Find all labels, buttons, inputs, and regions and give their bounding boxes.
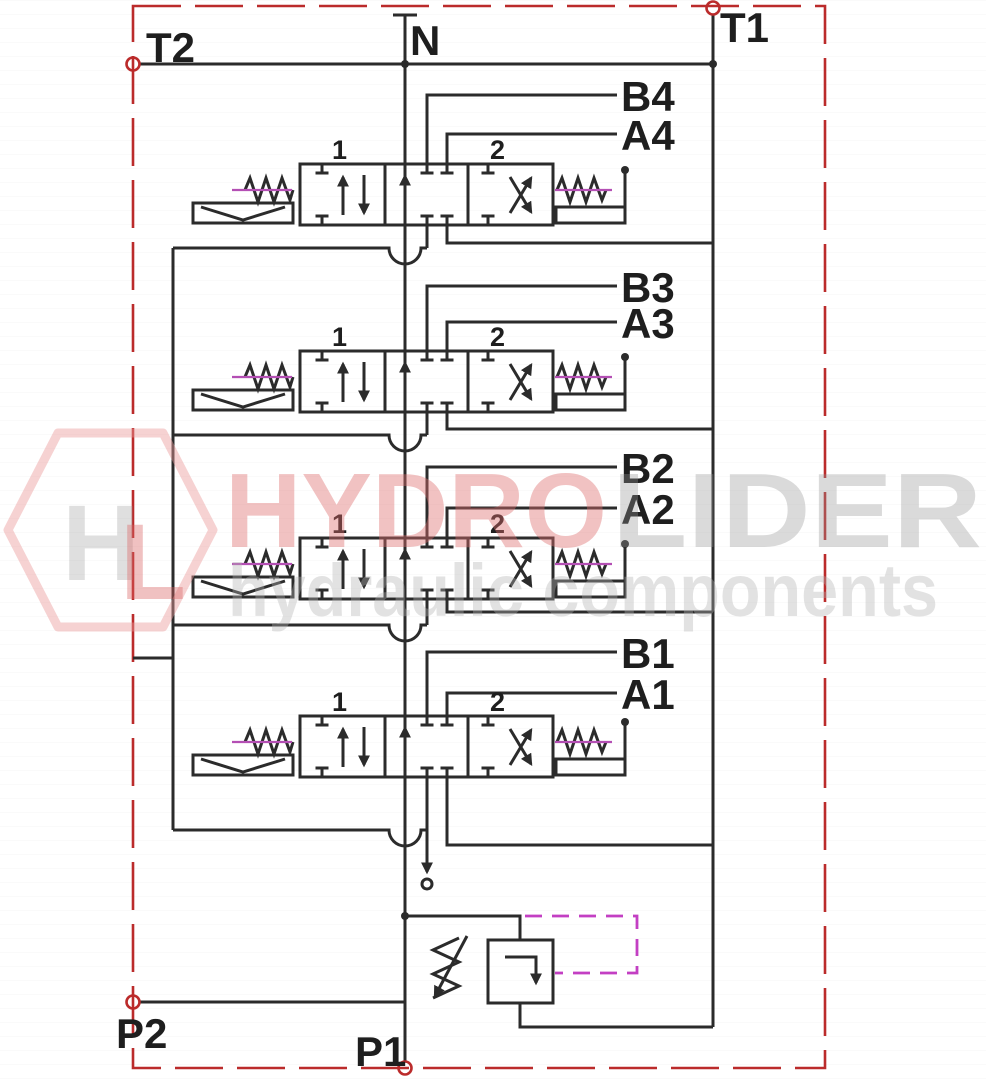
port-p1-icon [397, 1060, 413, 1076]
brand-tagline: hydraulic components [228, 549, 938, 632]
section-return-line [173, 598, 429, 643]
valve-body [193, 164, 629, 225]
boundary-ports [125, 0, 721, 1076]
b-port-label: B4 [621, 73, 675, 120]
a-port-line [445, 132, 617, 164]
brand-name-right: LIDER [612, 452, 982, 570]
port-p2-label: P2 [116, 1010, 167, 1057]
port-p2-icon [125, 994, 141, 1010]
valve-section-1: 1 2 B4 A4 [173, 73, 713, 266]
watermark: H L HYDRO LIDER hydraulic components [3, 428, 982, 632]
port-labels: T2 N T1 P2 P1 [116, 4, 769, 1075]
relief-branch-junction-dot [401, 912, 409, 920]
section-t1-line [445, 598, 713, 614]
b-port-label: B2 [621, 445, 675, 492]
spool-pos2-label: 2 [490, 687, 505, 717]
spool-pos1-label: 1 [332, 322, 347, 352]
valve-section-2: 1 2 B3 A3 [173, 264, 713, 453]
section-return-line [173, 412, 429, 453]
spool-pos1-label: 1 [332, 509, 347, 539]
brand-monogram-h: H [62, 482, 140, 603]
b-port-line [425, 465, 617, 538]
brand-name-left: HYDRO [225, 452, 607, 570]
brand-monogram-l: L [120, 501, 186, 622]
section-t1-line [445, 225, 713, 245]
spool-pos1-label: 1 [332, 135, 347, 165]
spool-pos2-label: 2 [490, 322, 505, 352]
valve-section-4: 1 2 B1 A1 [173, 630, 713, 891]
port-t2-label: T2 [146, 24, 195, 71]
port-t2-icon [125, 56, 141, 72]
a-port-label: A1 [621, 671, 675, 718]
port-t1-label: T1 [720, 4, 769, 51]
relief-inlet-line [405, 914, 522, 940]
spool-pos1-label: 1 [332, 687, 347, 717]
n-junction-dot [401, 60, 409, 68]
relief-adjustable-spring-icon [429, 936, 463, 1000]
a-port-label: A3 [621, 300, 675, 347]
port-n-label: N [410, 17, 440, 64]
relief-outlet-line [518, 1003, 713, 1029]
section-t1-line [445, 412, 713, 431]
section-return-line [173, 225, 429, 266]
port-p1-label: P1 [355, 1028, 406, 1075]
relief-valve-body [486, 938, 555, 1005]
relief-adjustment-arrow [433, 935, 469, 999]
b-port-line [425, 284, 617, 351]
spool-pos2-label: 2 [490, 509, 505, 539]
bypass-discharge-socket-icon [420, 877, 434, 891]
a-port-label: A4 [621, 112, 675, 159]
section-t1-line [445, 777, 713, 847]
a-port-label: A2 [621, 486, 675, 533]
b-port-label: B3 [621, 264, 675, 311]
spool-pos2-label: 2 [490, 135, 505, 165]
n-port-plug [393, 13, 417, 64]
a-port-line [445, 320, 617, 351]
valve-body [193, 351, 629, 412]
relief-valve-assembly [401, 912, 713, 1029]
relief-pilot-line [525, 914, 639, 975]
b-port-line [425, 650, 617, 716]
relief-flow-arrow [505, 955, 542, 986]
valve-body [193, 716, 629, 777]
t1-junction-dot [709, 60, 717, 68]
a-port-line [445, 691, 617, 716]
brand-hexagon-icon [3, 428, 218, 632]
section-return-line [173, 828, 427, 848]
valve-section-3: 1 2 B2 A2 [173, 445, 713, 643]
valve-block-boundary [131, 4, 827, 1070]
b-port-line [425, 93, 617, 164]
a-port-line [445, 506, 617, 538]
b-port-label: B1 [621, 630, 675, 677]
port-t1-icon [705, 0, 721, 16]
